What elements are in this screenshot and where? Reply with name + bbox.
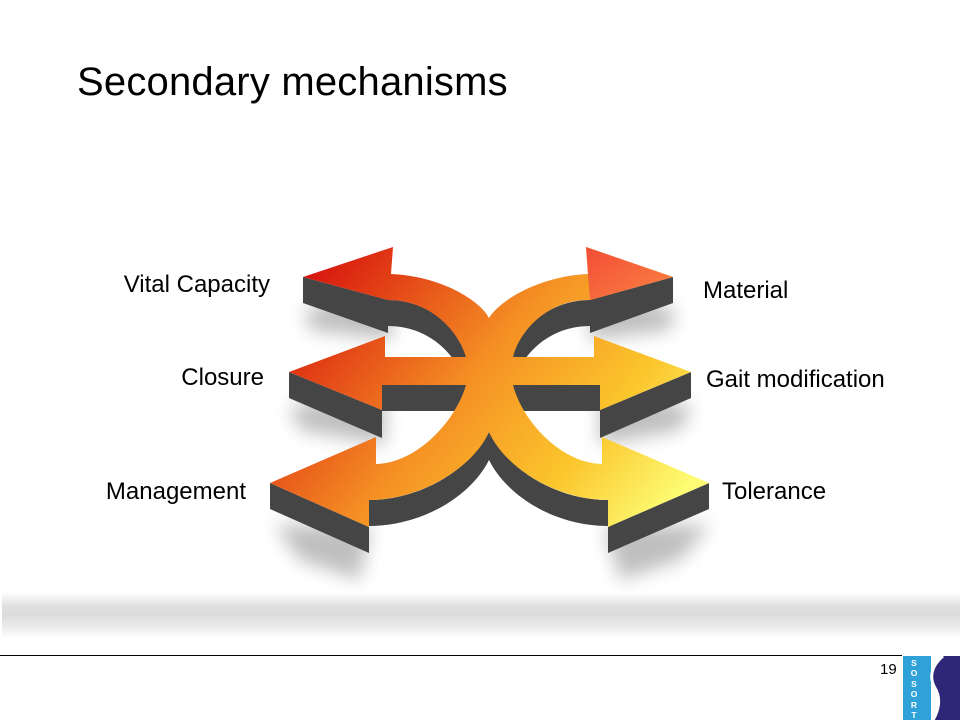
arrow-vital-capacity: [270, 247, 709, 527]
logo-letter: S: [911, 678, 917, 689]
arrow-top-faces: [270, 247, 709, 527]
logo-letters: S O S O R T: [903, 658, 925, 720]
footer-shadow-band: [2, 592, 960, 638]
logo-letter: S: [911, 658, 917, 668]
sosort-logo: S O S O R T: [903, 656, 960, 720]
label-material: Material: [703, 277, 789, 304]
page-number: 19: [880, 661, 897, 678]
logo-letter: T: [911, 710, 917, 720]
logo-letter: R: [910, 699, 918, 710]
logo-wave-icon: [930, 656, 960, 720]
logo-letter: O: [910, 668, 918, 679]
label-management: Management: [105, 478, 246, 505]
label-vital-capacity: Vital Capacity: [123, 271, 270, 298]
logo-strip: [903, 656, 931, 720]
logo-letter: O: [910, 689, 918, 700]
footer-divider: [0, 655, 902, 656]
label-gait-modification: Gait modification: [706, 366, 885, 393]
label-tolerance: Tolerance: [722, 478, 827, 505]
slide-title: Secondary mechanisms: [77, 60, 508, 104]
arrow-material-head: [586, 247, 673, 300]
label-closure: Closure: [181, 364, 264, 391]
